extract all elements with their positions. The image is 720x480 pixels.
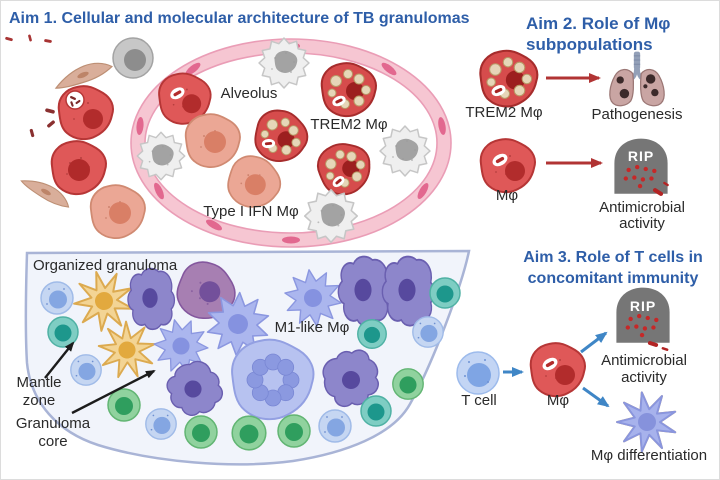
aim2-title-line1: Aim 2. Role of Mφ — [526, 14, 670, 33]
aim3-mphi-label: Mφ — [547, 392, 569, 409]
aim3-antimicrobial-line1: Antimicrobial — [601, 352, 687, 369]
lungs-icon — [607, 49, 667, 108]
lymphocyte — [360, 395, 392, 427]
labels: Alveolus TREM2 Mφ Type I IFN Mφ Organize… — [16, 85, 707, 464]
aim2-antimicrobial-line1: Antimicrobial — [599, 199, 685, 216]
arrow-mphi-to-antimicrobial — [580, 331, 608, 354]
lymphocyte — [277, 414, 311, 448]
aim2-title-line2: subpopulations — [526, 35, 653, 54]
type1-ifn-label: Type I IFN Mφ — [203, 203, 299, 220]
mantle-zone-label-line2: zone — [23, 392, 56, 409]
alveolus-label: Alveolus — [221, 85, 278, 102]
tcell-label: T cell — [461, 392, 497, 409]
rip-text: RIP — [628, 148, 654, 164]
lymphocyte — [429, 277, 461, 309]
pathogenesis-label: Pathogenesis — [592, 106, 683, 123]
arrow-mphi-to-differentiation — [582, 386, 610, 408]
macrophage — [481, 139, 535, 192]
aim2-antimicrobial-line2: activity — [619, 215, 665, 232]
mtb-bacteria-scatter — [4, 34, 53, 44]
monocyte — [112, 37, 154, 79]
organized-granuloma-label: Organized granuloma — [33, 257, 178, 274]
lymphocyte — [392, 368, 424, 400]
annotation-arrows — [44, 341, 156, 415]
lymphocyte — [47, 316, 79, 348]
lymphocyte — [70, 354, 102, 386]
epithelial-nuclei — [136, 42, 446, 244]
lymphocyte — [357, 319, 387, 349]
granuloma-core-label-line1: Granuloma — [16, 415, 91, 432]
macrophage — [531, 343, 585, 396]
mphi-differentiation-label: Mφ differentiation — [591, 447, 707, 464]
lymphocyte — [107, 388, 141, 422]
aim1-title: Aim 1. Cellular and molecular architectu… — [9, 10, 470, 27]
m1-macrophage-amoeboid — [128, 269, 174, 330]
m1-like-label: M1-like Mφ — [275, 319, 350, 336]
type1-ifn-macrophage — [91, 185, 145, 238]
aim2-mphi-label: Mφ — [496, 187, 518, 204]
lymphocyte — [40, 281, 74, 315]
m1-macrophage-amoeboid — [382, 257, 434, 326]
mantle-zone-label-line1: Mantle — [16, 374, 61, 391]
aim3-title-line1: Aim 3. Role of T cells in — [523, 249, 703, 266]
aim2-trem2-label: TREM2 Mφ — [465, 104, 543, 121]
lymphocyte — [318, 409, 352, 443]
trem2-label: TREM2 Mφ — [310, 116, 388, 133]
lymphocyte — [184, 415, 218, 449]
lymphocyte — [231, 415, 267, 451]
rip-text: RIP — [630, 298, 656, 314]
macrophage — [52, 141, 106, 194]
lymphocyte — [412, 316, 444, 348]
t-cell — [456, 351, 500, 395]
aim3-antimicrobial-line2: activity — [621, 369, 667, 386]
macrophage-phagocytosing — [57, 85, 114, 141]
headings: Aim 1. Cellular and molecular architectu… — [9, 10, 703, 287]
trem2-macrophage — [480, 51, 537, 107]
lymphocyte — [145, 408, 177, 440]
differentiated-macrophage-overlay — [609, 383, 687, 461]
mtb-bacteria — [29, 107, 56, 138]
aim3-title-line2: concomitant immunity — [528, 270, 699, 287]
granuloma-core-label-line2: core — [38, 433, 67, 450]
